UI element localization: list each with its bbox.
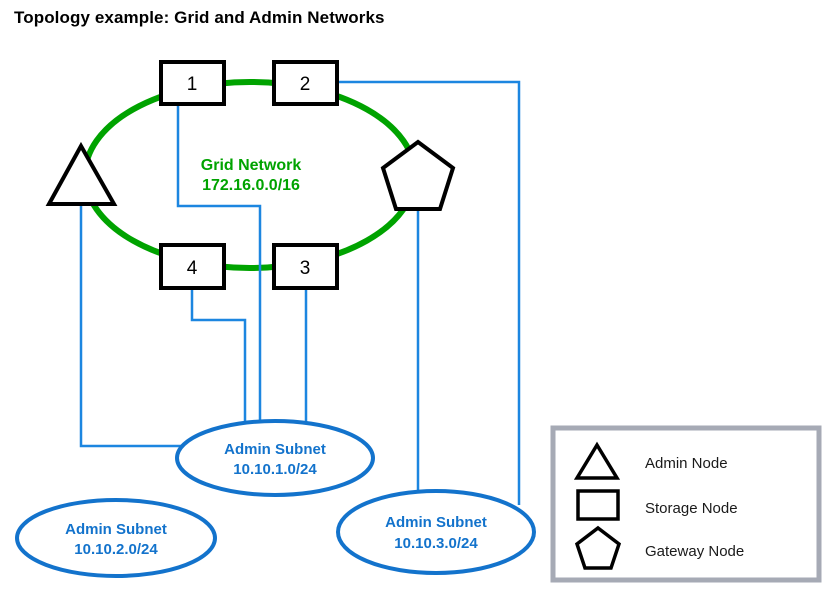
triangle-icon [45,141,118,206]
rectangle-icon [272,60,339,106]
node-2[interactable]: 2 [272,60,339,106]
node-4[interactable]: 4 [159,243,226,290]
rectangle-icon [159,60,226,106]
legend-item-gateway-node-label: Gateway Node [645,543,744,560]
legend-item-gateway-node: Gateway Node [574,525,744,570]
admin-subnet-3-cidr: 10.10.3.0/24 [394,535,478,552]
pentagon-icon [380,139,456,211]
rectangle-icon [576,489,620,521]
pentagon-icon [574,525,622,570]
legend-item-storage-node: Storage Node [576,489,738,521]
grid-network-name: Grid Network [201,157,302,174]
legend-item-admin-node: Admin Node [573,441,728,480]
admin-subnet-2[interactable]: Admin Subnet 10.10.2.0/24 [15,498,217,578]
page-title: Topology example: Grid and Admin Network… [14,8,385,27]
admin-subnet-3-ellipse [336,489,536,575]
admin-subnet-3-name: Admin Subnet [385,514,487,531]
node-4-label: 4 [187,258,198,279]
triangle-icon [573,441,621,480]
link-node-1-to-subnet-1 [176,104,262,432]
admin-subnet-1-ellipse [175,419,375,497]
admin-subnet-2-name: Admin Subnet [65,521,167,538]
rectangle-icon [159,243,226,290]
legend: Admin Node Storage Node Gateway Node [550,425,822,583]
admin-subnet-1[interactable]: Admin Subnet 10.10.1.0/24 [175,419,375,497]
legend-item-storage-node-label: Storage Node [645,500,738,517]
admin-subnet-1-cidr: 10.10.1.0/24 [233,461,317,478]
grid-network-ellipse [82,79,418,271]
admin-subnet-2-cidr: 10.10.2.0/24 [74,541,158,558]
admin-node[interactable] [45,141,118,206]
admin-subnet-1-name: Admin Subnet [224,441,326,458]
node-3[interactable]: 3 [272,243,339,290]
node-1-label: 1 [187,74,198,95]
link-admin-node-to-subnet-1 [79,204,200,448]
admin-subnet-3[interactable]: Admin Subnet 10.10.3.0/24 [336,489,536,575]
node-1[interactable]: 1 [159,60,226,106]
rectangle-icon [272,243,339,290]
node-2-label: 2 [300,74,311,95]
gateway-node[interactable] [380,139,456,211]
legend-item-admin-node-label: Admin Node [645,455,728,472]
node-3-label: 3 [300,258,311,279]
link-node-4-to-subnet-1 [190,288,247,437]
link-node-2-to-subnet-3 [337,80,521,505]
admin-subnet-2-ellipse [15,498,217,578]
grid-network-cidr: 172.16.0.0/16 [202,177,300,194]
